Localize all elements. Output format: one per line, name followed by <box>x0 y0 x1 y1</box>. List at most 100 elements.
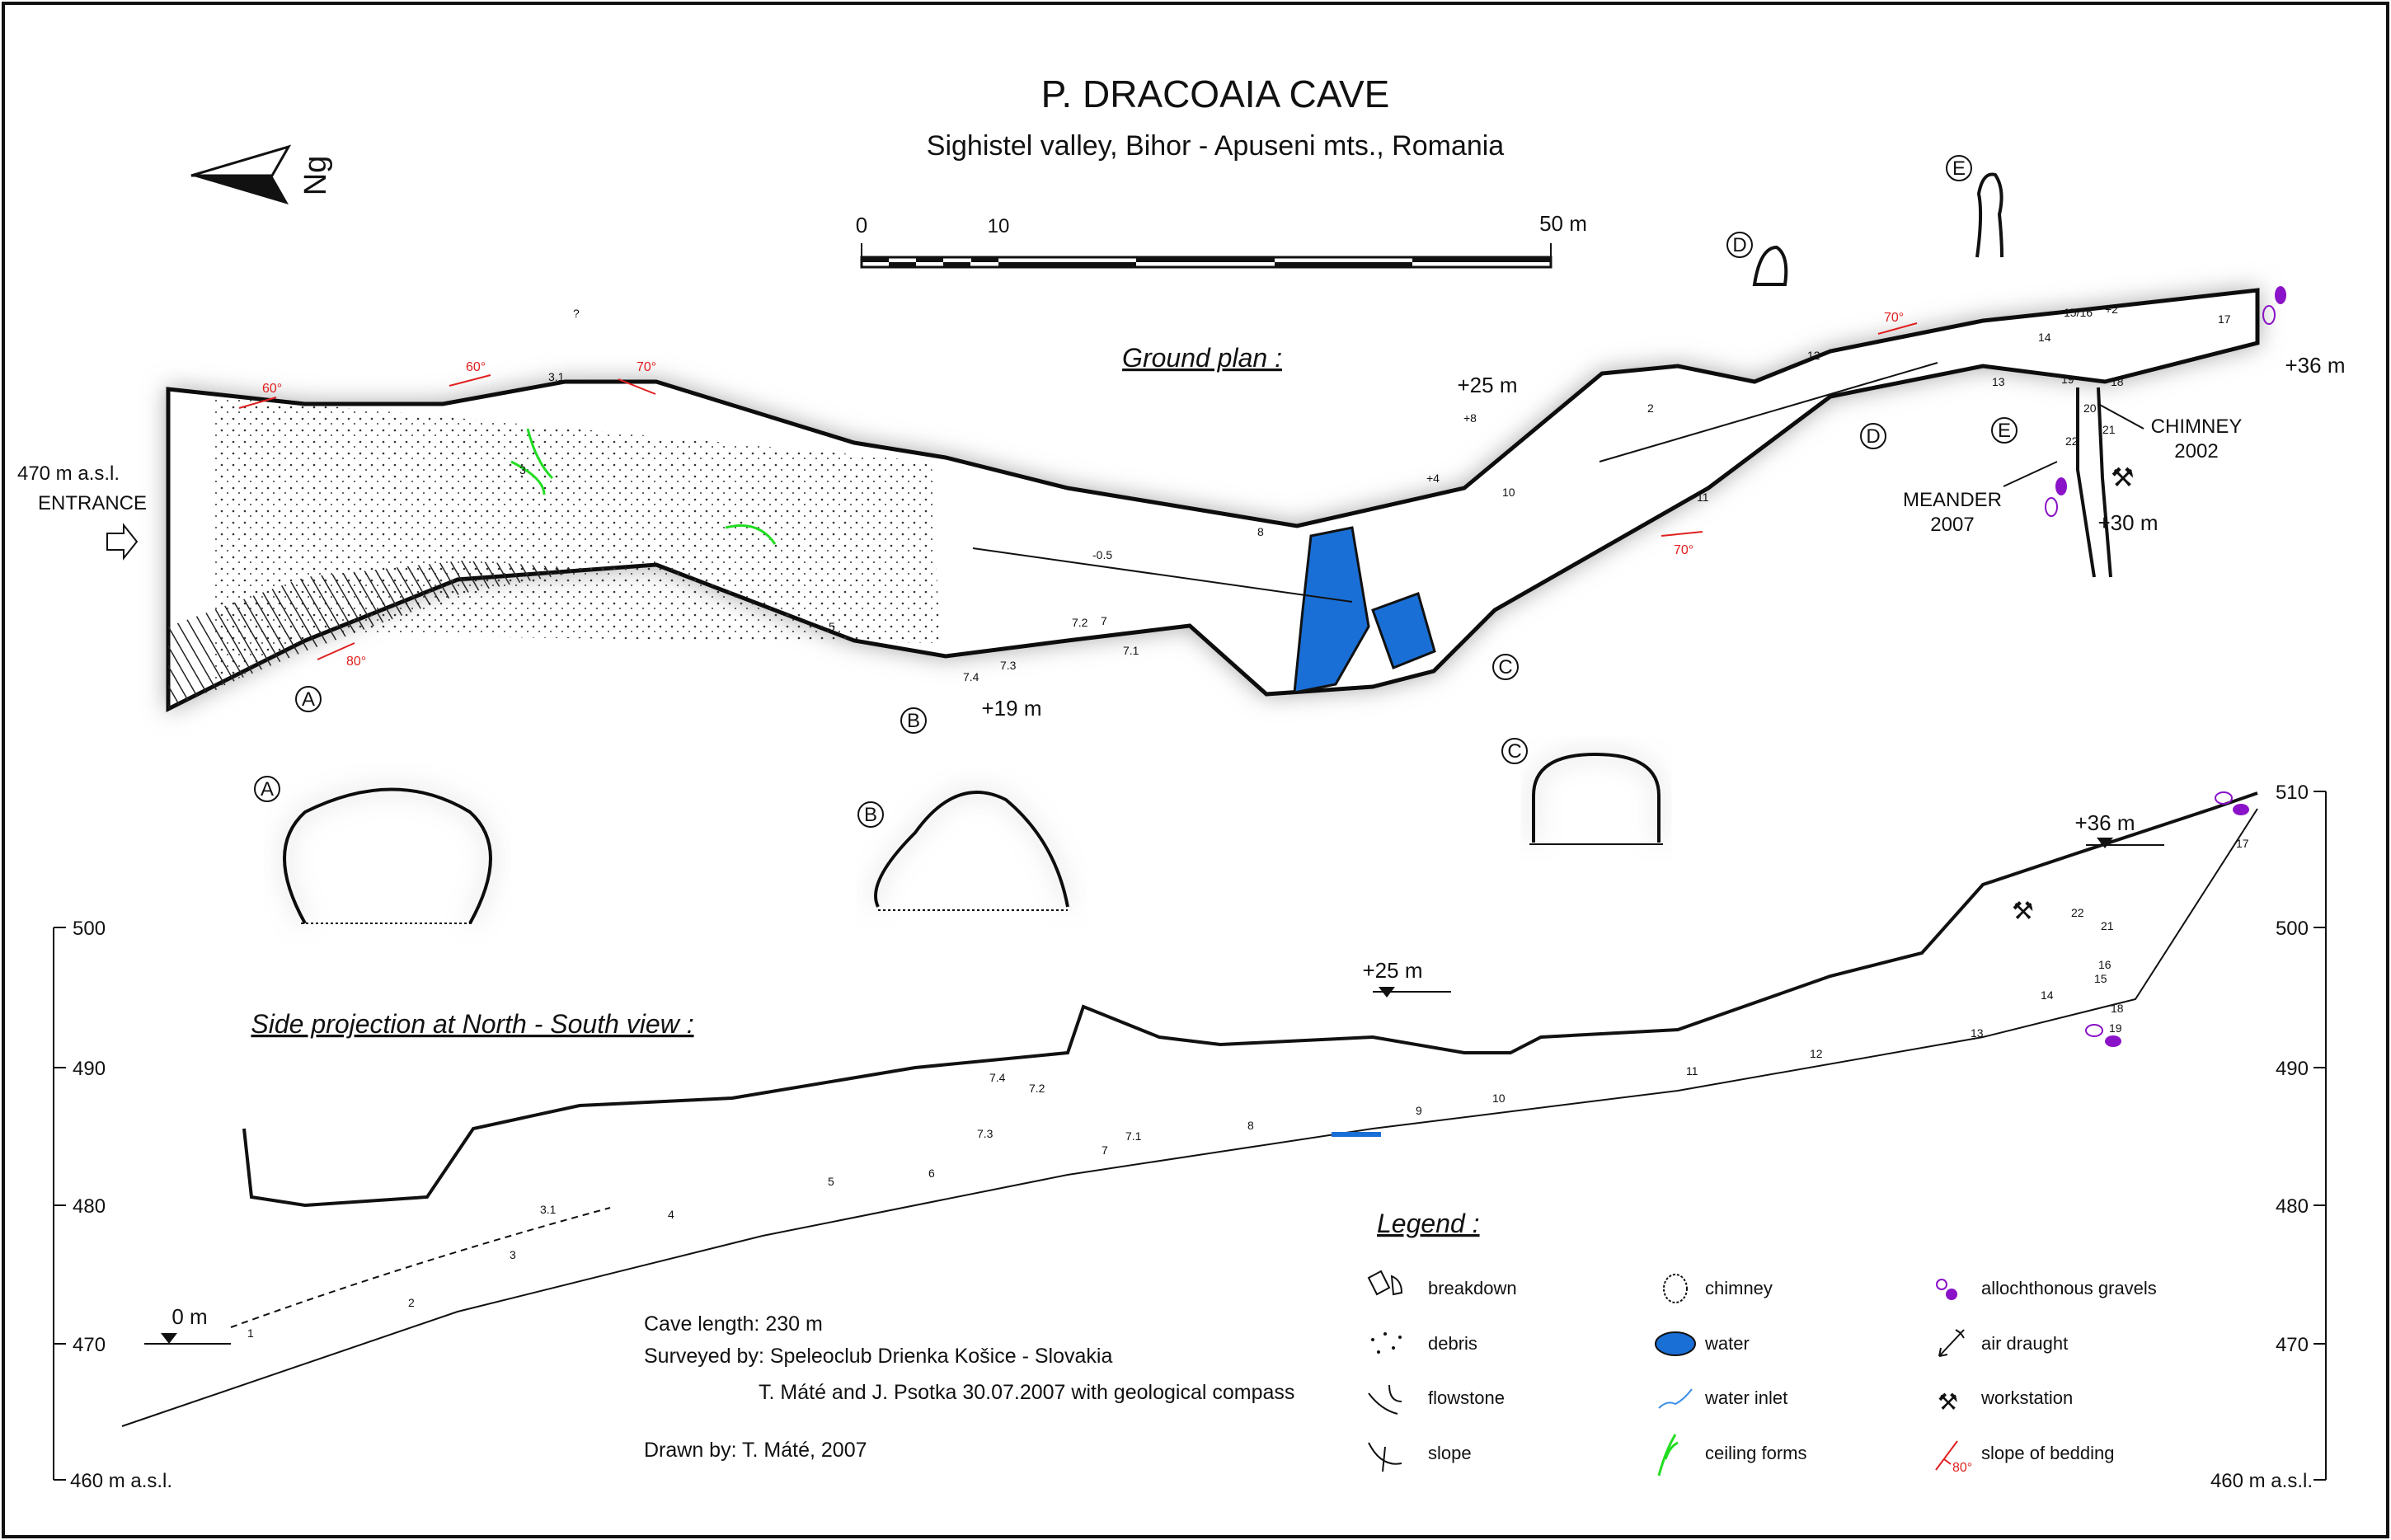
svg-text:4: 4 <box>668 1208 674 1221</box>
svg-text:debris: debris <box>1428 1333 1477 1354</box>
svg-text:19: 19 <box>2109 1021 2122 1035</box>
plan-stations: 3.1 3 5 7.2 7.3 7.4 7 7.1 -0.5 8 +4 10 +… <box>519 303 2231 683</box>
svg-text:E: E <box>1998 420 2011 442</box>
svg-text:D: D <box>1732 234 1746 256</box>
svg-text:60°: 60° <box>466 360 486 374</box>
cross-sections: A B C D E <box>254 155 2003 924</box>
height-plus19: +19 m <box>982 696 1042 721</box>
svg-text:+4: +4 <box>1426 472 1440 485</box>
svg-text:2: 2 <box>1647 401 1654 415</box>
side-ceiling <box>242 791 2258 1208</box>
svg-text:+8: +8 <box>1463 411 1477 425</box>
section-marker-d: D <box>1860 423 1886 449</box>
ground-plan-heading: Ground plan : <box>1122 343 1282 373</box>
svg-text:C: C <box>1498 656 1512 678</box>
slope-icon <box>1368 1442 1402 1472</box>
surveyors: T. Máté and J. Psotka 30.07.2007 with ge… <box>759 1381 1294 1404</box>
svg-text:ceiling forms: ceiling forms <box>1705 1443 1806 1463</box>
svg-text:13: 13 <box>1992 375 2005 388</box>
legend-breakdown: breakdown <box>1367 1270 1517 1298</box>
chimney-year: 2002 <box>2174 440 2218 462</box>
gravel-icon <box>2055 477 2067 495</box>
svg-text:7.4: 7.4 <box>989 1071 1006 1084</box>
section-marker-a: A <box>254 776 280 802</box>
svg-text:3: 3 <box>510 1248 516 1261</box>
flowstone-icon <box>1368 1384 1402 1415</box>
workstation-icon: ⚒ <box>1938 1389 1958 1415</box>
svg-text:3.1: 3.1 <box>540 1203 557 1216</box>
legend-bedding: 80°slope of bedding <box>1935 1440 2114 1475</box>
gravel-icon <box>2275 286 2286 304</box>
right-elevation-axis: 510 500 490 480 470 460 m a.s.l. <box>2210 782 2327 1492</box>
height-plus30: +30 m <box>2098 510 2158 535</box>
scale-label-50: 50 m <box>1539 211 1587 236</box>
side-heading: Side projection at North - South view : <box>251 1009 693 1039</box>
svg-text:flowstone: flowstone <box>1428 1387 1505 1408</box>
svg-text:water inlet: water inlet <box>1704 1387 1787 1408</box>
svg-text:20: 20 <box>2083 401 2097 415</box>
svg-text:12: 12 <box>1810 1047 1823 1060</box>
gravel-icon <box>2105 1035 2121 1047</box>
cross-section-b <box>874 791 1069 908</box>
section-marker-a: A <box>295 686 322 712</box>
svg-text:7.1: 7.1 <box>1123 644 1139 657</box>
ceiling-forms <box>510 428 777 545</box>
entrance-altitude: 470 m a.s.l. <box>17 462 120 485</box>
svg-text:10: 10 <box>1502 486 1515 499</box>
svg-text:60°: 60° <box>262 382 282 396</box>
survey-line <box>1599 362 1938 462</box>
svg-text:workstation: workstation <box>1980 1387 2073 1408</box>
entrance-arrow-icon <box>106 523 139 561</box>
svg-text:6: 6 <box>928 1167 935 1180</box>
north-arrow-icon: Ng <box>190 144 333 204</box>
side-zero: 0 m <box>171 1304 207 1329</box>
svg-text:B: B <box>907 710 920 732</box>
svg-text:slope of bedding: slope of bedding <box>1981 1443 2114 1463</box>
legend-water-inlet: water inlet <box>1658 1387 1787 1409</box>
section-marker-b: B <box>857 801 884 828</box>
svg-text:5: 5 <box>828 1175 834 1188</box>
svg-text:C: C <box>1507 740 1521 763</box>
svg-text:D: D <box>1866 425 1880 448</box>
svg-text:allochthonous gravels: allochthonous gravels <box>1981 1278 2157 1298</box>
svg-text:19: 19 <box>2061 373 2074 386</box>
svg-text:500: 500 <box>73 918 106 940</box>
svg-text:12: 12 <box>1807 349 1820 362</box>
debris-area <box>214 396 940 693</box>
side-plus36: +36 m <box>2075 810 2135 835</box>
cross-section-e <box>1975 172 2003 258</box>
side-plus25: +25 m <box>1363 958 1423 983</box>
svg-text:470: 470 <box>73 1334 106 1356</box>
chimney-label: CHIMNEY <box>2151 416 2243 438</box>
scale-label-10: 10 <box>988 215 1010 237</box>
svg-text:7.1: 7.1 <box>1125 1129 1142 1143</box>
svg-text:17: 17 <box>2236 837 2249 850</box>
surveyed-by: Surveyed by: Speleoclub Drienka Košice -… <box>644 1345 1112 1368</box>
drawn-by: Drawn by: T. Máté, 2007 <box>644 1439 867 1462</box>
svg-text:8: 8 <box>1257 525 1264 538</box>
svg-text:22: 22 <box>2065 434 2079 448</box>
svg-text:A: A <box>302 688 315 711</box>
gravel-icon <box>2215 791 2233 805</box>
svg-text:510: 510 <box>2276 782 2309 804</box>
legend-ceiling-forms: ceiling forms <box>1657 1434 1806 1477</box>
svg-text:B: B <box>864 804 877 826</box>
cross-section-a <box>283 787 492 924</box>
survey-info: Cave length: 230 m Surveyed by: Speleocl… <box>644 1312 1294 1462</box>
ground-plan: 470 m a.s.l. ENTRANCE +25 m +19 m +36 m … <box>17 286 2346 734</box>
svg-text:490: 490 <box>2276 1058 2309 1080</box>
side-projection: 0 m +25 m +36 m 1 2 3 3.1 4 5 6 7.4 7.2 … <box>121 791 2258 1427</box>
svg-text:A: A <box>261 778 274 801</box>
gravel-icon <box>2262 305 2276 325</box>
svg-text:21: 21 <box>2102 423 2116 436</box>
section-marker-c: C <box>1492 654 1519 680</box>
legend-gravels: allochthonous gravels <box>1936 1278 2157 1300</box>
legend-flowstone: flowstone <box>1368 1384 1505 1415</box>
svg-text:7.2: 7.2 <box>1072 616 1088 629</box>
svg-text:breakdown: breakdown <box>1428 1278 1517 1298</box>
svg-text:14: 14 <box>2041 988 2054 1002</box>
gravel-icon <box>2085 1024 2103 1037</box>
svg-text:14: 14 <box>2038 331 2051 344</box>
svg-text:15: 15 <box>2094 972 2107 985</box>
